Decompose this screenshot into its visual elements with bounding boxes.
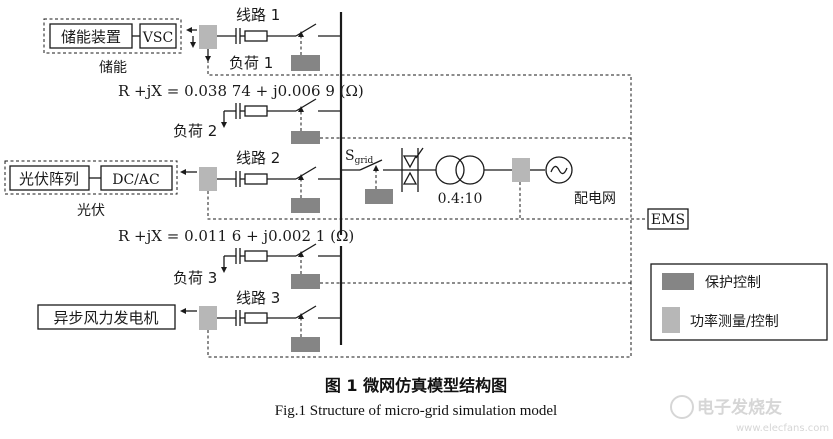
pv-group-label: 光伏 <box>77 203 105 219</box>
load1-label: 负荷 1 <box>229 54 273 72</box>
legend-protection-label: 保护控制 <box>705 275 761 291</box>
line1-label: 线路 1 <box>236 6 280 24</box>
dcac-box <box>100 165 173 191</box>
power-control-block-wind <box>199 306 217 330</box>
protection-block-1 <box>291 55 320 71</box>
protection-block-grid <box>365 189 393 204</box>
transformer-ratio: 0.4:10 <box>438 191 483 207</box>
storage-device-label: 储能装置 <box>61 28 121 46</box>
line2-label: 线路 2 <box>236 149 280 167</box>
line1-impedance <box>244 30 268 42</box>
load2-label: 负荷 2 <box>173 122 217 140</box>
storage-group-label: 储能 <box>99 60 127 76</box>
transformer-secondary <box>455 155 485 185</box>
legend-box <box>650 263 828 341</box>
ems-box <box>647 208 689 230</box>
grid-switch-label: Sgrid <box>345 148 374 166</box>
dcac-label: DC/AC <box>112 172 159 188</box>
protection-block-4 <box>291 274 320 289</box>
protection-block-5 <box>291 337 320 352</box>
protection-block-3 <box>291 198 320 213</box>
ems-label: EMS <box>651 212 685 228</box>
grid-switch <box>359 159 383 171</box>
load3-impedance <box>244 250 268 262</box>
caption-zh: 图 1 微网仿真模型结构图 <box>325 376 507 395</box>
impedance-lower: R +jX = 0.011 6 + j0.002 1 (Ω) <box>118 227 354 245</box>
legend-protection-swatch <box>662 273 694 290</box>
transformer-primary <box>435 155 465 185</box>
pv-group-box <box>4 160 178 195</box>
watermark: 电子发烧友 www.elecfans.com <box>670 395 829 434</box>
ac-source-icon <box>545 156 573 184</box>
thyristor-symbol <box>402 155 418 169</box>
protection-block-2 <box>291 131 320 144</box>
line2-switch <box>295 166 317 180</box>
line3-switch <box>295 305 317 319</box>
legend-power-swatch <box>662 307 680 333</box>
grid-label: 配电网 <box>574 191 616 207</box>
pv-array-label: 光伏阵列 <box>19 170 79 188</box>
impedance-upper: R +jX = 0.038 74 + j0.006 9 (Ω) <box>118 82 364 100</box>
load3-switch <box>295 243 317 257</box>
storage-group-box <box>43 18 182 54</box>
watermark-text: 电子发烧友 <box>697 397 782 418</box>
watermark-logo-icon <box>670 395 694 419</box>
power-control-block-storage <box>199 25 217 49</box>
legend-power-label: 功率测量/控制 <box>690 313 779 330</box>
watermark-site: www.elecfans.com <box>736 423 829 434</box>
wind-generator-box <box>37 304 176 330</box>
load3-label: 负荷 3 <box>173 269 217 287</box>
line3-label: 线路 3 <box>236 289 280 307</box>
load2-impedance <box>244 105 268 117</box>
power-control-block-grid <box>512 158 530 182</box>
line2-impedance <box>244 173 268 185</box>
vsc-label: VSC <box>142 30 173 46</box>
load2-switch <box>295 98 317 112</box>
line1-switch <box>295 23 317 37</box>
line3-impedance <box>244 312 268 324</box>
vsc-box <box>139 23 177 49</box>
caption-en: Fig.1 Structure of micro-grid simulation… <box>275 403 557 419</box>
wind-generator-label: 异步风力发电机 <box>53 309 158 327</box>
power-control-block-pv <box>199 167 217 191</box>
